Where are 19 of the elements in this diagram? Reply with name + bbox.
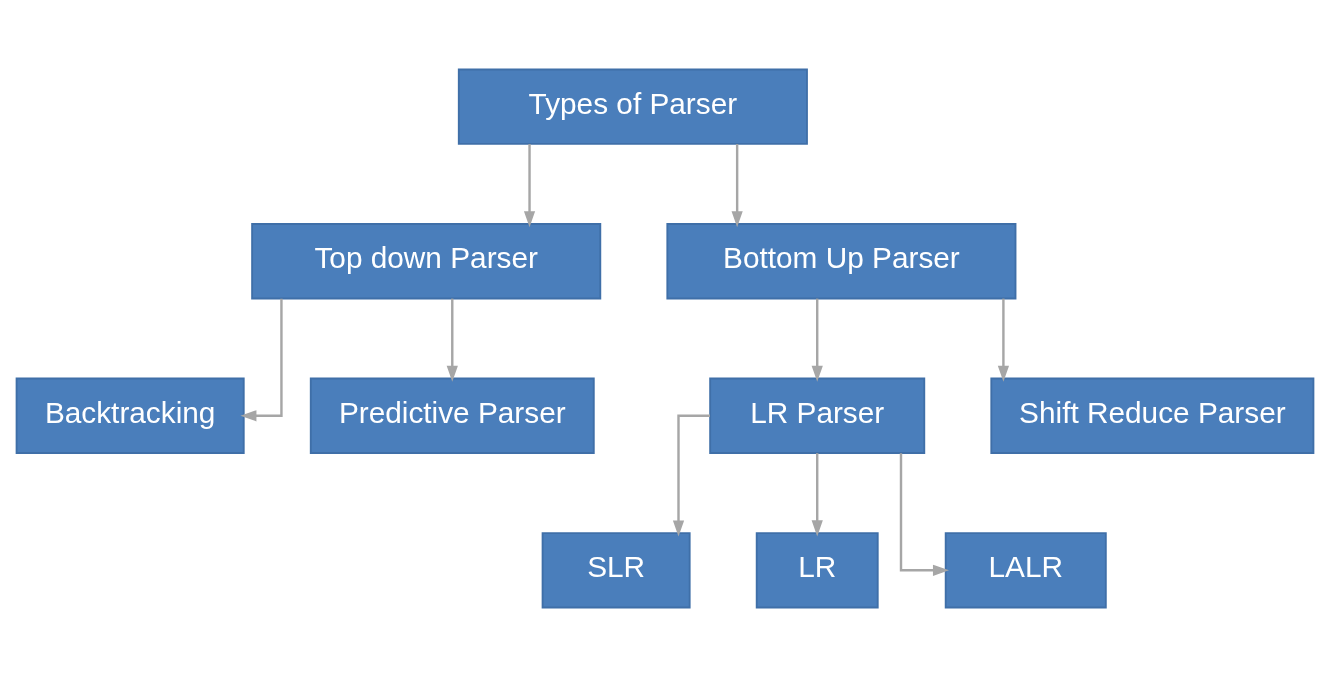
arrow <box>446 298 458 382</box>
arrow <box>731 143 743 227</box>
arrow <box>997 298 1010 382</box>
node-box: Shift Reduce Parser <box>990 377 1315 454</box>
arrow <box>672 414 710 537</box>
arrow <box>811 298 823 382</box>
node-box: LR <box>755 531 879 608</box>
node-box: Top down Parser <box>251 222 602 299</box>
node-box: SLR <box>541 531 691 608</box>
arrow <box>523 143 536 227</box>
node-box: Types of Parser <box>457 68 808 145</box>
node-box: LALR <box>944 531 1107 608</box>
arrow <box>811 452 823 536</box>
node-box: LR Parser <box>709 377 926 454</box>
node-box: Bottom Up Parser <box>666 222 1017 299</box>
arrow <box>240 298 283 421</box>
node-box: Predictive Parser <box>309 377 595 454</box>
arrow <box>899 452 949 576</box>
node-box: Backtracking <box>15 377 245 454</box>
